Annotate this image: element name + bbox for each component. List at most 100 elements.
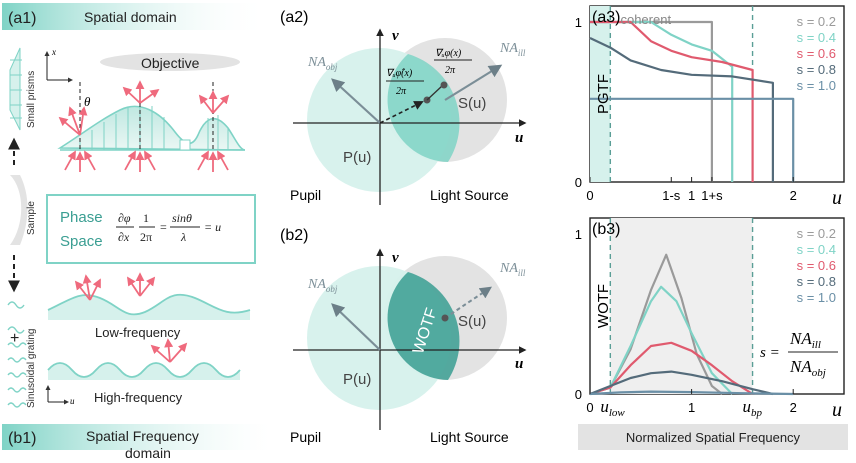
b3-x-label-1: 1 <box>688 400 695 415</box>
a2-grad-hat: ∇ᵤφ̂(x) <box>386 68 413 79</box>
objective-label: Objective <box>141 55 200 71</box>
series-line-3 <box>589 370 774 396</box>
b2-u-label: u <box>515 356 523 372</box>
legend-entry-3: s = 0.8 <box>797 62 836 77</box>
panel-label: (b3) <box>592 221 620 238</box>
shade-pass-band <box>610 218 753 394</box>
b2-source-point <box>441 314 449 322</box>
a2-pu: P(u) <box>343 149 371 166</box>
legend-entry-4: s = 1.0 <box>797 290 836 305</box>
sample-icon <box>10 175 28 245</box>
x-tick-label-3: 1+s <box>701 188 723 203</box>
b2-pupil-label: Pupil <box>290 429 321 445</box>
legend-entry-0: s = 0.2 <box>797 226 836 241</box>
y-tick-label-0: 0 <box>575 175 582 190</box>
a2-grad-point <box>440 81 448 89</box>
series-line-2 <box>589 341 754 396</box>
y-tick-label-1: 1 <box>575 227 582 242</box>
high-freq-arrows <box>150 338 188 363</box>
panel-a1: (a1) Spatial domain Small prisms Sample … <box>2 3 270 461</box>
y-axis-label: PGTF <box>595 74 612 114</box>
b1-label: (b1) <box>8 430 36 447</box>
a2-na-ill-arrow <box>444 64 503 101</box>
x-axis-label: u <box>832 187 842 209</box>
a2-u-label: u <box>515 130 523 146</box>
b2-label: (b2) <box>280 227 308 244</box>
normalized-freq-bar <box>578 424 848 450</box>
legend-entry-3: s = 0.8 <box>797 274 836 289</box>
y-tick-label-1: 1 <box>575 15 582 30</box>
x-tick-label-0: 0 <box>586 188 593 203</box>
u-bp-annotation: ubp <box>743 397 763 419</box>
legend-entry-1: s = 0.4 <box>797 242 836 257</box>
legend-entry-1: s = 0.4 <box>797 30 836 45</box>
legend-entry-2: s = 0.6 <box>797 46 836 61</box>
shade-low-band <box>590 6 611 182</box>
eq-2pi: 2π <box>140 230 152 244</box>
chart-a3: s = 0.2s = 0.4s = 0.6s = 0.8s = 1.0 0 1-s 1… <box>575 5 845 209</box>
grating-label: Sinusoidal grating <box>26 329 37 409</box>
low-freq-arrows <box>74 272 156 301</box>
eq-dphi: ∂φ <box>118 211 131 225</box>
b2-na-obj: NAobj <box>307 277 338 294</box>
a2-na-ill: NAill <box>499 41 526 58</box>
a2-grad: ∇ᵤφ(x) <box>435 48 462 59</box>
a2-grad-2pi: 2π <box>445 65 456 76</box>
eq-u: = u <box>204 220 221 234</box>
series-line-2 <box>590 20 754 182</box>
high-freq-wave <box>47 362 241 378</box>
a2-light-source-label: Light Source <box>430 187 509 203</box>
eq-sin: sinθ <box>172 211 192 225</box>
x-tick-label-4: 2 <box>790 188 797 203</box>
legend-entry-2: s = 0.6 <box>797 258 836 273</box>
grating-icon <box>7 301 27 408</box>
plus-sign: + <box>10 330 19 347</box>
panel-a2: (a2) v u NAobj NAill ∇ᵤφ(x) 2π ∇ᵤφ̂(x) 2… <box>280 9 527 205</box>
refracted-arrows <box>58 80 230 136</box>
prisms-icon <box>9 47 22 131</box>
ratio-numerator: NAill <box>789 329 821 351</box>
phase-label: Phase <box>60 209 103 226</box>
a2-na-obj-arrow <box>331 78 381 124</box>
low-freq-fill <box>48 294 250 320</box>
a2-na-obj: NAobj <box>307 55 338 72</box>
a2-label: (a2) <box>280 9 308 26</box>
b2-light-source-label: Light Source <box>430 429 509 445</box>
ratio-denominator: NAobj <box>789 357 826 379</box>
y-tick-label-0: 0 <box>575 387 582 402</box>
b3-x-label-2: 2 <box>790 400 797 415</box>
u-low-annotation: ulow <box>600 397 625 419</box>
objective-lens <box>100 53 240 71</box>
a2-grad-hat-2pi: 2π <box>396 86 407 97</box>
legend-entry-4: s = 1.0 <box>797 78 836 93</box>
x-tick-label-2: 1 <box>688 188 695 203</box>
b2-na-ill: NAill <box>499 261 526 278</box>
plot-frame <box>589 5 845 183</box>
legend-entry-0: s = 0.2 <box>797 14 836 29</box>
b1-title-line1: Spatial Frequency <box>86 428 199 444</box>
a1-title-bar <box>2 3 270 30</box>
incident-arrows <box>64 150 229 172</box>
sample-label: Sample <box>26 201 37 235</box>
high-freq-fill <box>48 363 240 380</box>
ratio-s: s = <box>760 345 780 361</box>
b2-overlap <box>387 272 460 380</box>
b1-title-line2: domain <box>125 445 171 461</box>
eq-dx: ∂x <box>118 230 130 244</box>
eq-equals: = <box>160 220 167 234</box>
b2-pu: P(u) <box>343 371 371 388</box>
x-axis-label: u <box>832 399 842 421</box>
x-axis-label-small: x <box>51 47 56 57</box>
a2-grad-hat-arrow <box>379 101 424 124</box>
y-axis-label: WOTF <box>595 284 612 328</box>
series-line-3 <box>589 37 775 182</box>
a1-label: (a1) <box>8 10 36 27</box>
prisms-label: Small prisms <box>26 71 37 128</box>
space-label: Space <box>60 233 103 250</box>
a2-grad-link <box>426 85 443 101</box>
b2-na-obj-arrow <box>331 303 381 351</box>
x-tick-label-1: 1-s <box>662 188 681 203</box>
series-line-4 <box>590 97 795 182</box>
b3-x-label-0: 0 <box>586 400 593 415</box>
